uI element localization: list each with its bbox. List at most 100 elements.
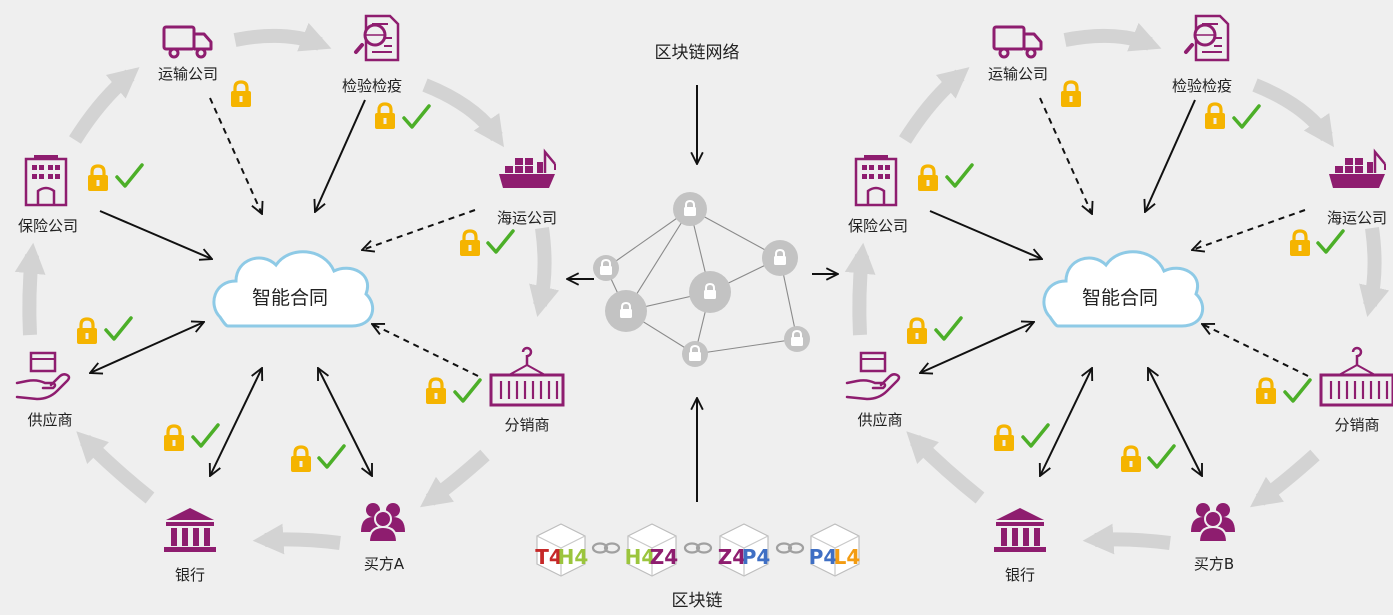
node-label: 买方A [364, 555, 405, 573]
node-label: 分销商 [504, 416, 549, 434]
block-letter: P4 [742, 545, 771, 569]
lock-icon [86, 164, 110, 193]
chain-of-blocks: T4 H4 H4 Z4 Z4 P4 P4 L4 [535, 523, 861, 577]
chain-link-icon [683, 542, 713, 554]
blockchain-network-panel: 区块链网络 [535, 43, 860, 611]
check-icon [402, 104, 431, 129]
truck-icon [992, 25, 1043, 59]
lock-icon [1254, 377, 1278, 406]
network-nodes [593, 192, 810, 367]
lock-icon [905, 317, 929, 346]
block-letter: Z4 [718, 545, 746, 569]
cycle-arrows [844, 22, 1390, 555]
check-icon [104, 316, 133, 341]
check-icon [945, 163, 974, 188]
building-icon [854, 153, 898, 207]
node-inspection: 检验检疫 [1172, 14, 1261, 131]
node-label: 银行 [1005, 566, 1035, 584]
node-insurance: 保险公司 [848, 153, 974, 235]
lock-icon [992, 424, 1016, 453]
node-label: 供应商 [857, 411, 902, 429]
network-title: 区块链网络 [655, 43, 740, 63]
lock-icon [373, 102, 397, 131]
lock-icon [289, 445, 313, 474]
node-supplier: 供应商 [15, 316, 133, 429]
node-transport: 运输公司 [988, 25, 1083, 109]
node-shipping: 海运公司 [1288, 150, 1387, 258]
node-label: 运输公司 [988, 65, 1048, 83]
node-distributor: 分销商 [1254, 346, 1393, 434]
check-icon [1021, 423, 1050, 448]
smart-contract-label: 智能合同 [252, 287, 328, 309]
node-supplier: 供应商 [845, 316, 963, 429]
left-diagram: 智能合同 运输公司 检验检疫 海运公司 [14, 14, 565, 584]
lock-icon [458, 229, 482, 258]
block-letter: Z4 [650, 545, 678, 569]
node-label: 分销商 [1334, 416, 1379, 434]
chain-link-icon [591, 542, 621, 554]
check-icon [1283, 378, 1312, 403]
node-buyer: 买方A [289, 444, 406, 573]
lock-icon [1059, 80, 1083, 109]
check-icon [1232, 104, 1261, 129]
people-icon [360, 502, 406, 543]
node-label: 运输公司 [158, 65, 218, 83]
contract-links [90, 97, 479, 476]
node-label: 买方B [1194, 555, 1234, 573]
ship-icon [1327, 150, 1387, 190]
truck-icon [162, 25, 213, 59]
block-letter: P4 [809, 545, 838, 569]
node-label: 供应商 [27, 411, 72, 429]
node-label: 海运公司 [1327, 209, 1387, 227]
node-distributor: 分销商 [424, 346, 565, 434]
chain-block: T4 H4 [535, 523, 589, 577]
ship-icon [497, 150, 557, 190]
node-insurance: 保险公司 [18, 153, 144, 235]
container-icon [1319, 346, 1393, 407]
chain-label: 区块链 [672, 591, 723, 611]
container-icon [489, 346, 565, 407]
chain-block: H4 Z4 [625, 523, 678, 577]
chain-block: Z4 P4 [718, 523, 771, 577]
node-label: 检验检疫 [342, 77, 402, 95]
node-label: 检验检疫 [1172, 77, 1232, 95]
node-buyer: 买方B [1119, 444, 1236, 573]
lock-icon [1288, 229, 1312, 258]
inspection-icon [1184, 14, 1230, 62]
lock-icon [162, 424, 186, 453]
bank-icon [994, 508, 1046, 552]
lock-icon [229, 80, 253, 109]
node-transport: 运输公司 [158, 25, 253, 109]
lock-icon [916, 164, 940, 193]
lock-icon [424, 377, 448, 406]
supplier-icon [845, 351, 901, 401]
contract-links [920, 97, 1309, 476]
check-icon [317, 444, 346, 469]
check-icon [453, 378, 482, 403]
check-icon [1147, 444, 1176, 469]
block-letter: H4 [558, 545, 589, 569]
chain-block: P4 L4 [809, 523, 861, 577]
supplier-icon [15, 351, 71, 401]
block-letter: T4 [535, 545, 563, 569]
block-letter: L4 [834, 545, 861, 569]
node-bank: 银行 [992, 423, 1050, 584]
check-icon [934, 316, 963, 341]
node-inspection: 检验检疫 [342, 14, 431, 131]
cycle-arrows [14, 22, 560, 555]
node-label: 保险公司 [848, 217, 908, 235]
check-icon [1316, 229, 1345, 254]
building-icon [24, 153, 68, 207]
smart-contract-label: 智能合同 [1082, 287, 1158, 309]
node-label: 银行 [175, 566, 205, 584]
chain-link-icon [775, 542, 805, 554]
node-bank: 银行 [162, 423, 220, 584]
check-icon [191, 423, 220, 448]
lock-icon [75, 317, 99, 346]
bank-icon [164, 508, 216, 552]
node-label: 保险公司 [18, 217, 78, 235]
right-diagram: 智能合同 运输公司 检验检疫 海运公司 [844, 14, 1393, 584]
check-icon [486, 229, 515, 254]
lock-icon [1203, 102, 1227, 131]
